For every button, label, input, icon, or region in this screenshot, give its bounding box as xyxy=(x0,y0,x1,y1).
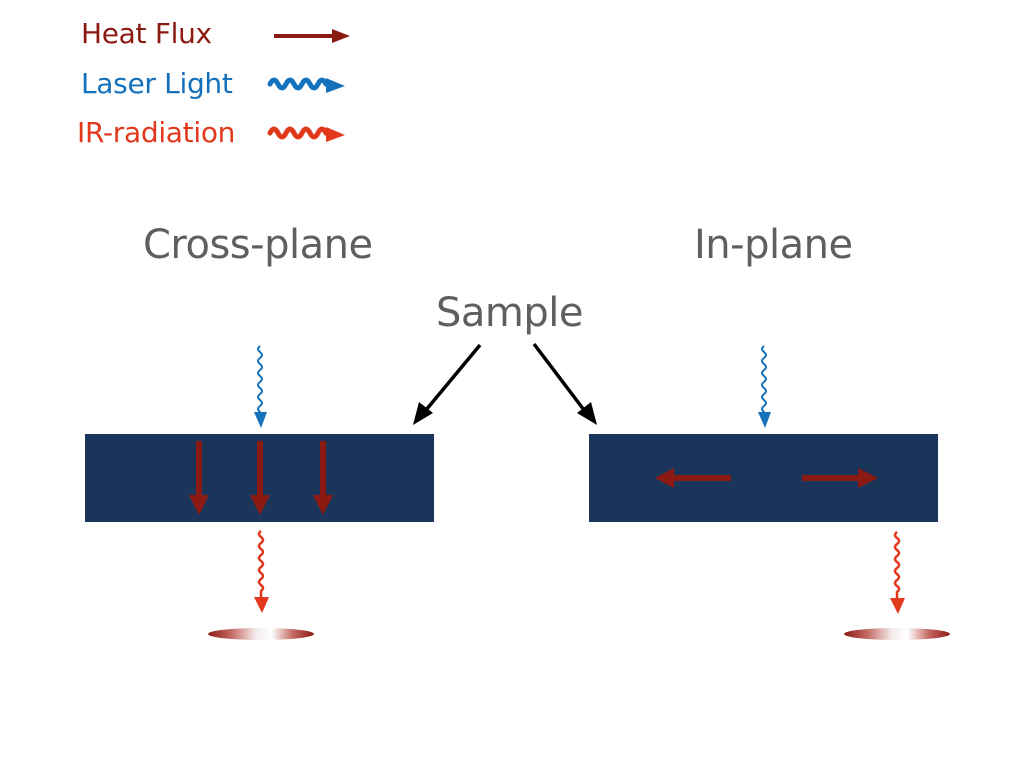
heat-flux-arrow-down-3 xyxy=(313,441,333,515)
in-plane-title: In-plane xyxy=(694,222,853,268)
legend-heat-flux-arrow-icon xyxy=(274,29,350,43)
cross-plane-ir-arrow-icon xyxy=(254,530,269,613)
in-plane-sample xyxy=(589,434,938,522)
in-plane-heat-flux-arrows xyxy=(655,468,878,488)
cross-plane-heat-flux-arrows xyxy=(189,441,333,515)
in-plane-detector-spot xyxy=(844,628,950,640)
heat-flux-arrow-down-2 xyxy=(250,441,270,515)
legend-laser-light-label: Laser Light xyxy=(81,67,233,100)
heat-flux-arrow-left xyxy=(655,468,731,488)
pointer-arrow-right xyxy=(532,342,597,425)
in-plane-ir-arrow-icon xyxy=(890,531,905,614)
heat-flux-arrow-down-1 xyxy=(189,441,209,515)
in-plane-laser-arrow-icon xyxy=(758,345,771,428)
legend-heat-flux-label: Heat Flux xyxy=(81,17,212,50)
heat-flux-arrow-right xyxy=(802,468,878,488)
legend-laser-light-wavy-arrow-icon xyxy=(267,77,345,93)
cross-plane-title: Cross-plane xyxy=(143,222,373,268)
cross-plane-detector-spot xyxy=(208,628,314,640)
pointer-arrow-left xyxy=(413,343,482,425)
legend-ir-radiation-label: IR-radiation xyxy=(77,116,236,149)
cross-plane-laser-arrow-icon xyxy=(254,345,267,428)
legend-ir-radiation-wavy-arrow-icon xyxy=(267,126,345,142)
sample-label: Sample xyxy=(436,290,583,336)
